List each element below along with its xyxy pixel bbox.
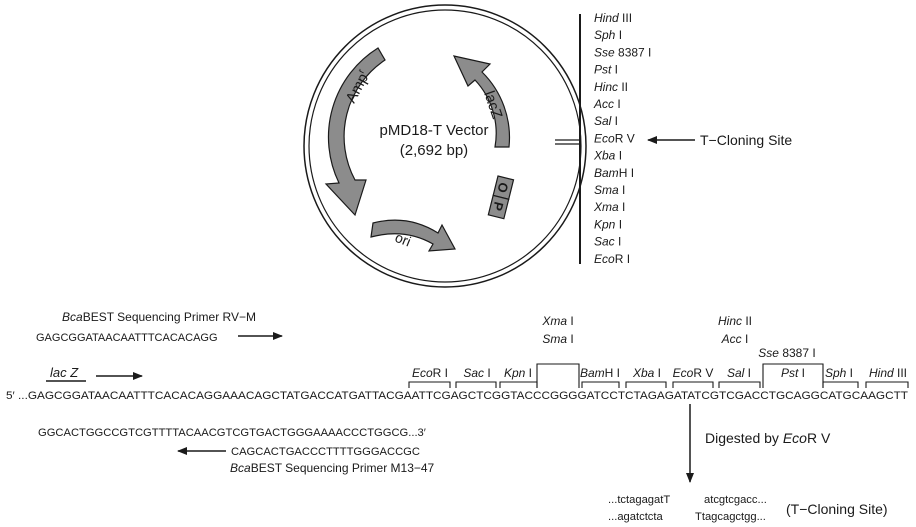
digest-bottom-right: Ttagcagctgg... (695, 511, 766, 523)
restriction-site-label: Hinc II (718, 314, 752, 328)
site-bracket (672, 381, 714, 388)
digest-top-right: atcgtcgacc... (704, 494, 767, 506)
digest-site-label: (T−Cloning Site) (786, 501, 888, 517)
site-bracket (455, 381, 497, 388)
primer-rv-sequence: GAGCGGATAACAATTTCACACAGG (36, 332, 218, 344)
operator-label: O (494, 181, 511, 194)
restriction-site-label: EcoR I (412, 366, 448, 380)
plasmid-map: Ampr lacZ O P ori pMD18-T Vector (2,692 … (303, 4, 587, 288)
restriction-site-label: BamH I (580, 366, 620, 380)
digest-label: Digested by EcoR V (705, 430, 831, 446)
amp-arrow (324, 47, 386, 217)
restriction-site-label: Acc I (721, 332, 749, 346)
restriction-site-label: Sse 8387 I (758, 346, 815, 360)
mcs-site-label: Xma I (593, 200, 625, 214)
site-bracket-pst-sse (762, 363, 824, 388)
mcs-site-label: Xba I (593, 149, 622, 163)
site-bracket (865, 381, 909, 388)
lacz-arrow (452, 55, 511, 148)
mcs-site-label: Sma I (594, 183, 625, 197)
mcs-site-list: Hind III Sph I Sse 8387 I Pst I Hinc II Acc I… (579, 11, 792, 266)
site-bracket (408, 381, 451, 388)
site-bracket (625, 381, 667, 388)
restriction-site-label: Sac I (463, 366, 490, 380)
promoter-label: P (490, 200, 507, 212)
mcs-site-label: Kpn I (594, 217, 622, 231)
mcs-site-label: Sac I (594, 235, 621, 249)
mcs-site-label: Sal I (594, 114, 618, 128)
primer-m13-label: BcaBEST Sequencing Primer M13−47 (230, 461, 435, 475)
mcs-site-label: Sse 8387 I (594, 45, 651, 59)
mcs-site-label: Pst I (594, 63, 618, 77)
mcs-site-label: Sph I (594, 28, 622, 42)
mcs-site-label: EcoR V (594, 131, 635, 145)
site-bracket-xma-sma (536, 363, 580, 388)
restriction-site-label: Hind III (869, 366, 907, 380)
restriction-site-label: Xma I (541, 314, 573, 328)
promoter-box (487, 194, 510, 220)
plasmid-ring-outer (303, 4, 587, 288)
vector-name: pMD18-T Vector (380, 122, 489, 139)
t-cloning-label: T−Cloning Site (700, 132, 792, 148)
site-bracket (499, 381, 538, 388)
sequence-section: BcaBEST Sequencing Primer RV−M GAGCGGATA… (6, 310, 909, 523)
lacz-gene-label: lac Z (50, 365, 79, 380)
mcs-site-label: BamH I (594, 166, 634, 180)
sequence-bottom-fragment: GGCACTGGCCGTCGTTTTACAACGTCGTGACTGGGAAAAC… (38, 427, 426, 439)
site-bracket (822, 381, 859, 388)
digest-top-left: ...tctagagatT (608, 494, 670, 506)
restriction-site-label: Kpn I (504, 366, 532, 380)
restriction-site-label: Pst I (781, 366, 805, 380)
site-bracket (718, 381, 761, 388)
mcs-site-label: EcoR I (594, 252, 630, 266)
restriction-site-label: Sma I (542, 332, 573, 346)
restriction-site-label: Sal I (727, 366, 751, 380)
ori-label: ori (393, 229, 413, 250)
restriction-site-label: EcoR V (673, 366, 714, 380)
ori-arrow (370, 219, 456, 252)
digest-bottom-left: ...agatctcta (608, 511, 664, 523)
primer-m13-sequence: CAGCACTGACCCTTTTGGGACCGC (231, 446, 420, 458)
restriction-site-label: Xba I (632, 366, 661, 380)
primer-rv-label: BcaBEST Sequencing Primer RV−M (62, 310, 256, 324)
sequence-top-strand: 5′ ...GAGCGGATAACAATTTCACACAGGAAACAGCTAT… (6, 390, 908, 402)
restriction-site-label: Sph I (825, 366, 853, 380)
mcs-site-label: Acc I (593, 97, 621, 111)
mcs-site-label: Hind III (594, 11, 632, 25)
vector-size: (2,692 bp) (400, 142, 468, 159)
site-bracket (581, 381, 620, 388)
lacz-label: lacZ (480, 89, 505, 121)
mcs-site-label: Hinc II (594, 80, 628, 94)
